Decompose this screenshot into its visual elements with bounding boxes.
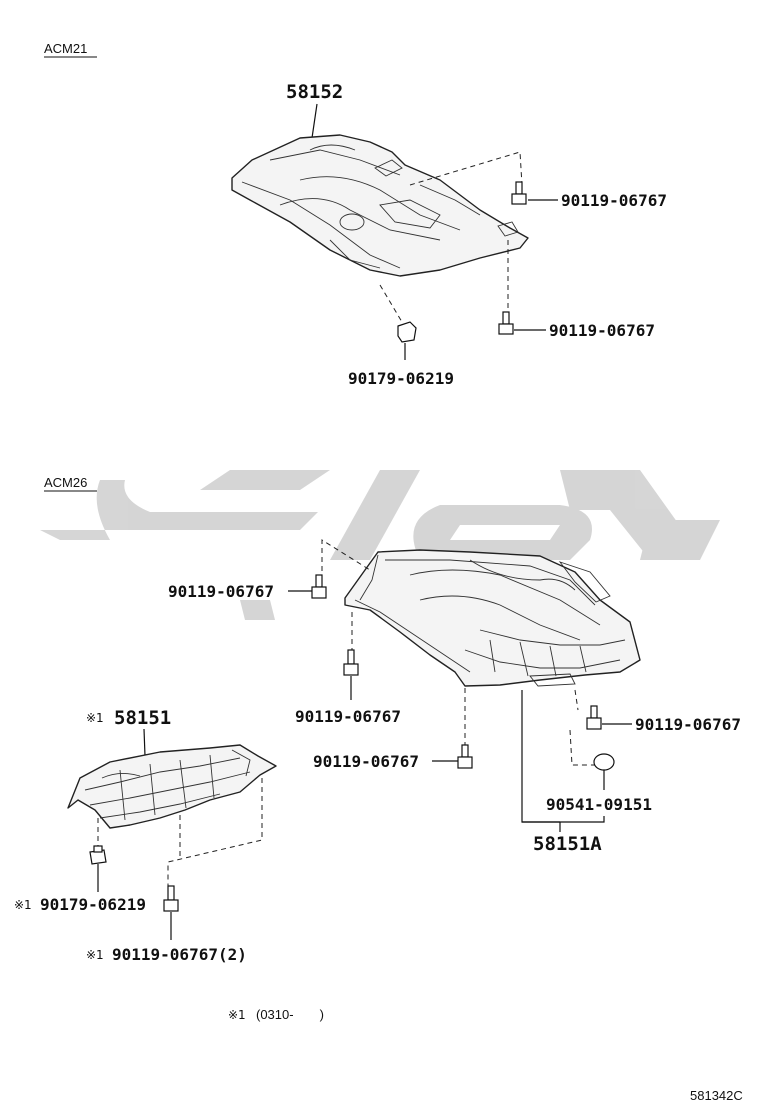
fastener-label-b3: 90119-06767 [313,752,419,771]
part-58152-shield [231,134,529,277]
bolt-icon-a1 [511,181,527,205]
part-58151A-shield [344,549,641,687]
mark-58151: ※1 [86,711,104,725]
fastener-label-b4: 90119-06767 [635,715,741,734]
bolt-icon-b2 [343,649,359,676]
part-label-58152: 58152 [286,81,343,103]
bolt-icon-b3 [457,744,473,769]
bolt-icon-c [163,885,179,912]
part-label-58151: 58151 [114,707,171,729]
dash-link-a1 [409,151,523,186]
mark-clip-c: ※1 [14,898,32,912]
bracket-58151A [521,690,605,823]
clip-icon-b [593,753,615,771]
diagram-code: 581342C [690,1088,743,1103]
leader-58152 [311,103,318,139]
fastener-label-a1: 90119-06767 [561,191,667,210]
fastener-label-bolt-c: 90119-06767(2) [112,945,247,964]
dash-link-b1 [321,539,371,580]
mark-bolt-c: ※1 [86,948,104,962]
bolt-icon-b1 [311,574,327,599]
fastener-label-clip-c: 90179-06219 [40,895,146,914]
fastener-label-b1: 90119-06767 [168,582,274,601]
footnote-mark: ※1 [228,1008,246,1022]
section-label-acm26: ACM26 [44,475,87,490]
watermark-logo [40,470,720,620]
dash-link-b4 [574,689,579,711]
fastener-label-clip-a: 90179-06219 [348,369,454,388]
fastener-label-clip-b: 90541-09151 [546,795,652,814]
clip-icon-a [397,321,417,343]
fastener-label-b2: 90119-06767 [295,707,401,726]
dash-link-bolt-c2 [167,778,263,890]
fastener-label-a2: 90119-06767 [549,321,655,340]
section-label-acm21: ACM21 [44,41,87,56]
footnote-range: (0310- ) [256,1007,324,1022]
part-label-58151A: 58151A [533,833,602,855]
dash-link-clip-b [569,729,598,766]
part-58151-shield [67,744,277,829]
dash-link-clip-a [379,284,403,323]
leader-58151 [143,728,146,757]
bolt-icon-b4 [586,705,602,730]
bolt-icon-a2 [498,311,514,335]
clip-icon-c [89,845,107,865]
